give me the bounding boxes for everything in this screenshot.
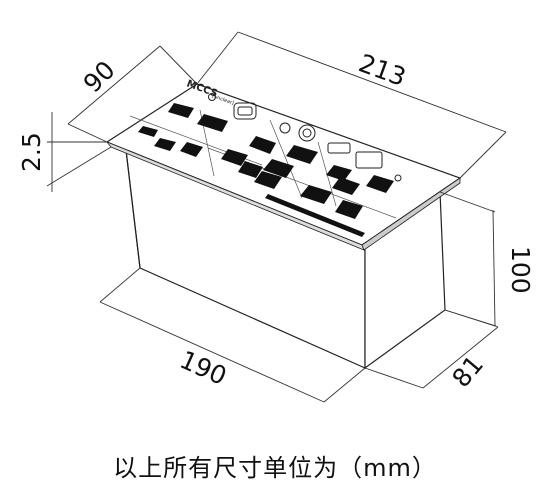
units-caption: 以上所有尺寸单位为（mm） [113,454,437,482]
dimension-213-label: 213 [355,48,410,92]
dimension-190-label: 190 [176,345,231,391]
dimension-90-label: 90 [78,55,121,98]
dimension-2-5-label: 2.5 [17,132,46,172]
socket-group [138,103,394,219]
body-box [125,149,446,370]
dimension-lines [46,31,507,403]
dimension-81-label: 81 [446,350,489,393]
dimension-100-label: 100 [506,246,535,294]
connector-details [208,93,402,182]
dimension-drawing: MCCS [unclear] [17,31,535,403]
